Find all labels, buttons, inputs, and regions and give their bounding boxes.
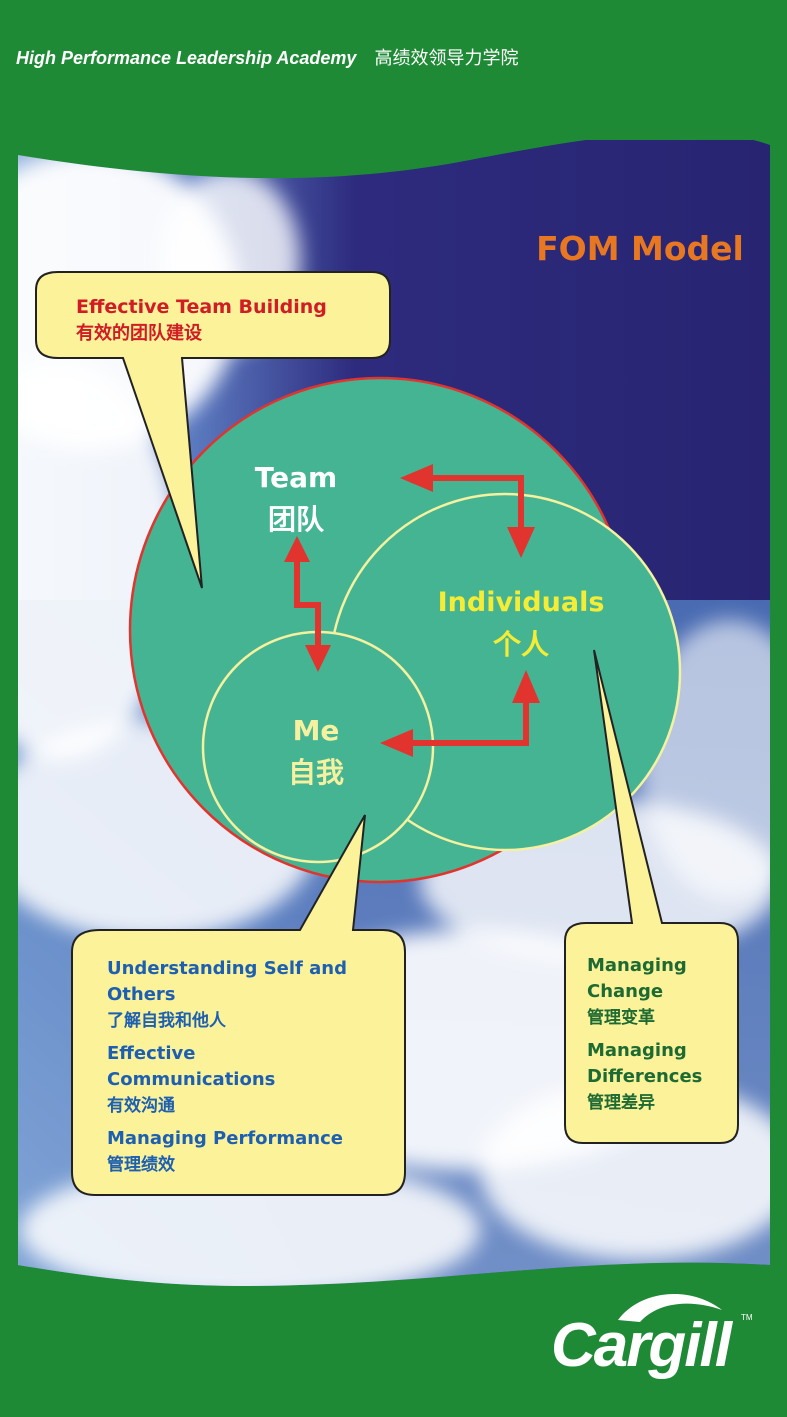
self-item-1-cn: 了解自我和他人 bbox=[107, 1010, 227, 1031]
self-item-2-en2: Communications bbox=[107, 1069, 275, 1090]
individuals-label-cn: 个人 bbox=[493, 628, 549, 661]
academy-title-cn: 高绩效领导力学院 bbox=[374, 48, 519, 68]
individuals-label-en: Individuals bbox=[438, 587, 605, 618]
team-me-arrowhead-down bbox=[305, 645, 331, 672]
me-individuals-arrow bbox=[408, 700, 529, 746]
cargill-logo: Cargill bbox=[551, 1311, 732, 1380]
team-me-arrow bbox=[294, 558, 321, 648]
me-label-cn: 自我 bbox=[288, 756, 344, 789]
team-building-cn: 有效的团队建设 bbox=[76, 322, 202, 344]
self-item-2-en1: Effective bbox=[107, 1043, 195, 1064]
self-item-1-en1: Understanding Self and bbox=[107, 958, 347, 979]
individuals-callout-text: Managing Change 管理变革 Managing Difference… bbox=[587, 955, 702, 1113]
self-callout bbox=[71, 814, 406, 1196]
academy-title-en: High Performance Leadership Academy bbox=[16, 48, 357, 68]
self-item-3-en1: Managing Performance bbox=[107, 1128, 343, 1149]
me-individuals-arrowhead-up bbox=[512, 670, 540, 703]
team-building-callout bbox=[35, 271, 391, 589]
team-individuals-arrowhead-down bbox=[507, 527, 535, 558]
team-label-en: Team bbox=[255, 461, 337, 494]
me-label-en: Me bbox=[293, 714, 340, 747]
individuals-item-1-cn: 管理变革 bbox=[587, 1007, 655, 1028]
individuals-item-2-en2: Differences bbox=[587, 1066, 702, 1087]
individuals-item-2-en1: Managing bbox=[587, 1040, 687, 1061]
me-individuals-arrowhead-left bbox=[380, 729, 413, 757]
team-label-cn: 团队 bbox=[268, 503, 325, 536]
team-individuals-arrow bbox=[428, 475, 524, 528]
team-individuals-arrowhead-left bbox=[400, 464, 433, 492]
individuals-item-2-cn: 管理差异 bbox=[587, 1092, 655, 1113]
self-callout-text: Understanding Self and Others 了解自我和他人 Ef… bbox=[107, 958, 347, 1175]
team-building-en: Effective Team Building bbox=[76, 296, 327, 318]
individuals-item-1-en2: Change bbox=[587, 981, 663, 1002]
diagram-title: FOM Model bbox=[536, 229, 744, 268]
self-item-2-cn: 有效沟通 bbox=[107, 1095, 175, 1116]
team-me-arrowhead-up bbox=[284, 536, 310, 562]
academy-title: High Performance Leadership Academy 高绩效领导… bbox=[16, 44, 518, 70]
cargill-swoosh-icon bbox=[618, 1293, 722, 1322]
self-item-1-en2: Others bbox=[107, 984, 176, 1005]
trademark-mark: TM bbox=[741, 1313, 753, 1322]
individuals-item-1-en1: Managing bbox=[587, 955, 687, 976]
individuals-callout bbox=[564, 649, 739, 1144]
self-item-3-cn: 管理绩效 bbox=[107, 1154, 175, 1175]
